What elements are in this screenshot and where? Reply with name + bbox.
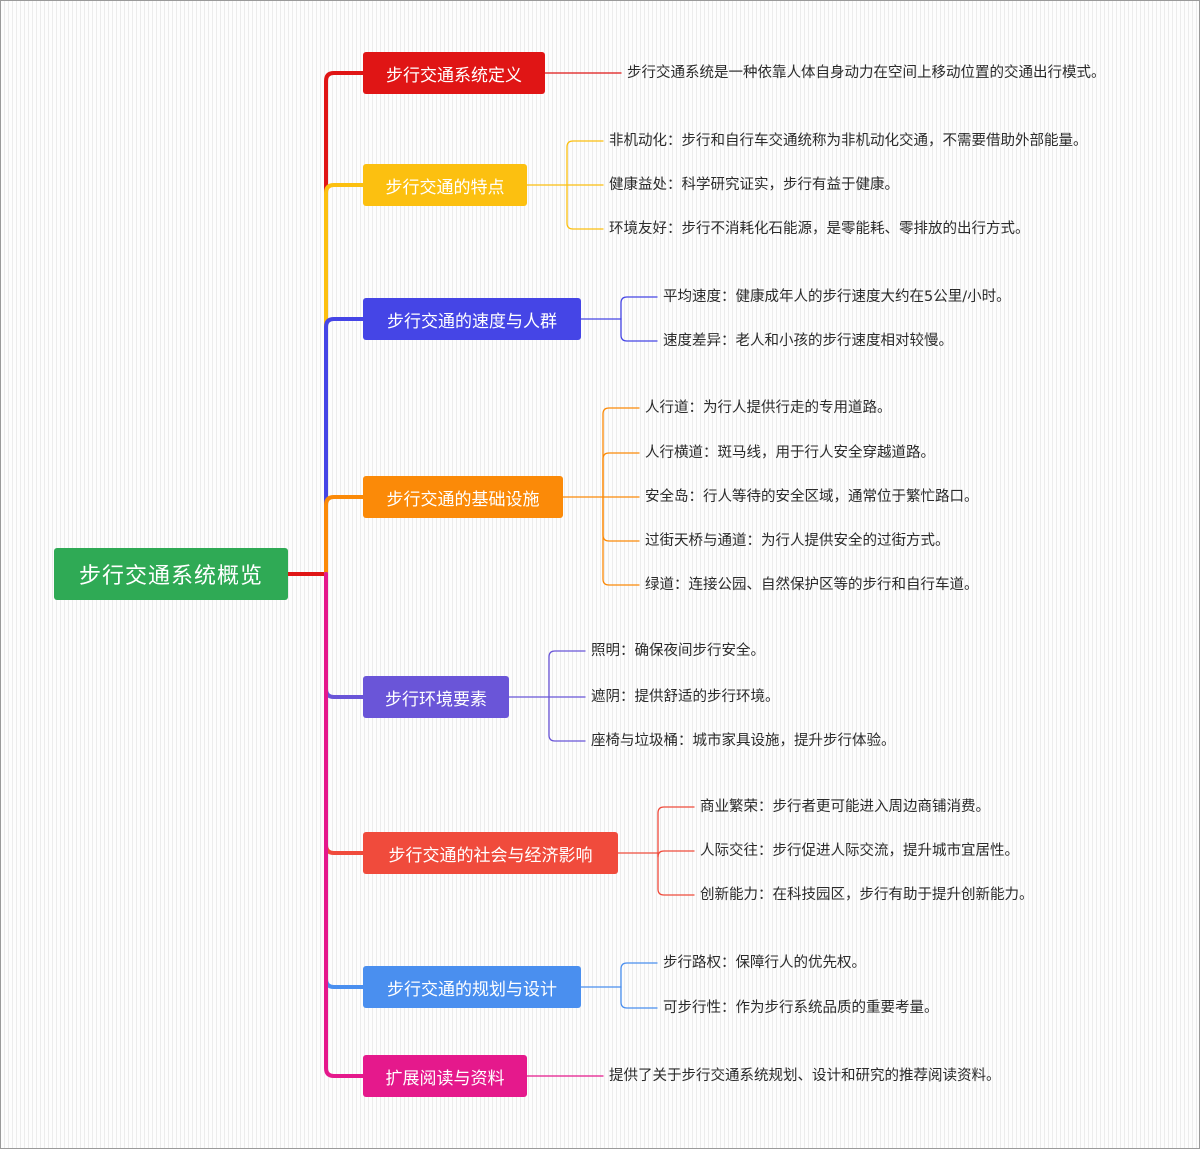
branch-node-definition[interactable]: 步行交通系统定义 bbox=[363, 52, 545, 94]
leaf-connector bbox=[566, 140, 604, 186]
branch-node-further-reading[interactable]: 扩展阅读与资料 bbox=[363, 1055, 527, 1097]
trunk-connector bbox=[324, 183, 365, 576]
leaf-eco-friendly[interactable]: 环境友好：步行不消耗化石能源，是零能耗、零排放的出行方式。 bbox=[609, 221, 1030, 237]
trunk-connector bbox=[324, 572, 365, 855]
root-node[interactable]: 步行交通系统概览 bbox=[54, 548, 288, 600]
leaf-connector bbox=[602, 452, 640, 498]
leaf-walkability[interactable]: 可步行性：作为步行系统品质的重要考量。 bbox=[663, 1000, 939, 1016]
leaf-crosswalk[interactable]: 人行横道：斑马线，用于行人安全穿越道路。 bbox=[645, 445, 935, 461]
leaf-connector bbox=[548, 696, 586, 742]
leaf-non-motorized[interactable]: 非机动化：步行和自行车交通统称为非机动化交通，不需要借助外部能量。 bbox=[609, 133, 1088, 149]
leaf-connector bbox=[602, 496, 640, 586]
leaf-greenway[interactable]: 绿道：连接公园、自然保护区等的步行和自行车道。 bbox=[645, 577, 979, 593]
leaf-seating-bins[interactable]: 座椅与垃圾桶：城市家具设施，提升步行体验。 bbox=[591, 733, 896, 749]
leaf-commerce[interactable]: 商业繁荣：步行者更可能进入周边商铺消费。 bbox=[700, 799, 990, 815]
leaf-connector bbox=[620, 318, 658, 342]
leaf-lighting[interactable]: 照明：确保夜间步行安全。 bbox=[591, 643, 765, 659]
trunk-connector bbox=[324, 572, 365, 989]
leaf-average-speed[interactable]: 平均速度：健康成年人的步行速度大约在5公里/小时。 bbox=[663, 289, 1011, 305]
leaf-connector bbox=[620, 962, 658, 988]
leaf-reading-materials[interactable]: 提供了关于步行交通系统规划、设计和研究的推荐阅读资料。 bbox=[609, 1068, 1001, 1084]
trunk-connector bbox=[324, 572, 365, 1078]
branch-node-planning-design[interactable]: 步行交通的规划与设计 bbox=[363, 966, 581, 1008]
trunk-connector bbox=[324, 71, 365, 576]
leaf-innovation[interactable]: 创新能力：在科技园区，步行有助于提升创新能力。 bbox=[700, 887, 1034, 903]
leaf-health-benefit[interactable]: 健康益处：科学研究证实，步行有益于健康。 bbox=[609, 177, 899, 193]
leaf-footbridge[interactable]: 过街天桥与通道：为行人提供安全的过街方式。 bbox=[645, 533, 950, 549]
leaf-safety-island[interactable]: 安全岛：行人等待的安全区域，通常位于繁忙路口。 bbox=[645, 489, 979, 505]
branch-node-speed-groups[interactable]: 步行交通的速度与人群 bbox=[363, 298, 581, 340]
trunk-connector bbox=[324, 317, 365, 576]
leaf-connector bbox=[602, 496, 640, 542]
leaf-connector bbox=[566, 184, 604, 230]
leaf-right-of-way[interactable]: 步行路权：保障行人的优先权。 bbox=[663, 955, 866, 971]
branch-node-infrastructure[interactable]: 步行交通的基础设施 bbox=[363, 476, 563, 518]
leaf-connector bbox=[602, 407, 640, 498]
branch-node-environment[interactable]: 步行环境要素 bbox=[363, 676, 509, 718]
trunk-connector bbox=[324, 572, 365, 699]
branch-node-social-economic[interactable]: 步行交通的社会与经济影响 bbox=[363, 832, 618, 874]
leaf-connector bbox=[657, 850, 695, 858]
leaf-social-interaction[interactable]: 人际交往：步行促进人际交流，提升城市宜居性。 bbox=[700, 843, 1019, 859]
leaf-shade[interactable]: 遮阴：提供舒适的步行环境。 bbox=[591, 689, 780, 705]
leaf-speed-difference[interactable]: 速度差异：老人和小孩的步行速度相对较慢。 bbox=[663, 333, 953, 349]
leaf-connector bbox=[620, 296, 658, 320]
leaf-sidewalk[interactable]: 人行道：为行人提供行走的专用道路。 bbox=[645, 400, 892, 416]
leaf-connector bbox=[620, 986, 658, 1009]
leaf-definition[interactable]: 步行交通系统是一种依靠人体自身动力在空间上移动位置的交通出行模式。 bbox=[627, 65, 1106, 81]
trunk-connector bbox=[324, 495, 365, 576]
leaf-connector bbox=[657, 852, 695, 896]
branch-node-characteristics[interactable]: 步行交通的特点 bbox=[363, 164, 527, 206]
leaf-connector bbox=[657, 806, 695, 854]
leaf-connector bbox=[548, 650, 586, 698]
